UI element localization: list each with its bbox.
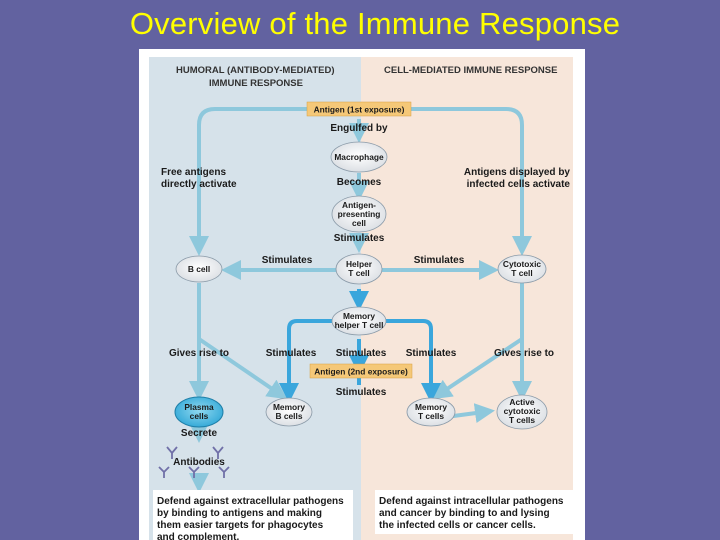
stimulates-below-label: Stimulates [336, 387, 387, 398]
cytotoxic-t-line1: Cytotoxic [503, 259, 542, 269]
active-cytotoxic-t-cells [496, 394, 548, 430]
antigen-second-box [309, 363, 413, 379]
gives-rise-right-label: Gives rise to [494, 348, 554, 359]
free-antigens-line2: directly activate [161, 179, 237, 190]
memory-t-line1: Memory [415, 402, 447, 412]
b-cell-label: B cell [188, 264, 210, 274]
apc-label-line1: Antigen- [342, 200, 376, 210]
humoral-defense-line3: them easier targets for phagocytes [157, 520, 324, 531]
helper-t-cell [335, 253, 383, 285]
humoral-defense-line2: by binding to antigens and making [157, 508, 322, 519]
humoral-defense-line4: and complement. [157, 532, 239, 540]
stimulates-apc-label: Stimulates [334, 233, 385, 244]
slide-title: Overview of the Immune Response [129, 6, 621, 41]
memory-b-cells [265, 397, 313, 427]
humoral-header-line1: HUMORAL (ANTIBODY-MEDIATED) [176, 65, 335, 76]
stimulates-right-label: Stimulates [414, 255, 465, 266]
humoral-panel [149, 57, 361, 540]
immune-response-diagram: HUMORAL (ANTIBODY-MEDIATED) IMMUNE RESPO… [139, 49, 585, 540]
memory-helper-line1: Memory [343, 311, 375, 321]
antigens-displayed-line2: infected cells activate [467, 179, 571, 190]
apc-label-line2: presenting [338, 209, 381, 219]
cytotoxic-t-cell [497, 254, 547, 284]
memory-t-line2: T cells [418, 411, 444, 421]
helper-t-line2: T cell [348, 268, 369, 278]
cell-mediated-header: CELL-MEDIATED IMMUNE RESPONSE [384, 65, 557, 76]
cell-mediated-panel [361, 57, 573, 540]
plasma-line2: cells [190, 411, 209, 421]
becomes-label: Becomes [337, 177, 382, 188]
macrophage-label: Macrophage [334, 152, 384, 162]
free-antigens-line1: Free antigens [161, 167, 226, 178]
b-cell [175, 255, 223, 283]
macrophage-cell [330, 141, 388, 173]
antibody-icons [158, 446, 230, 478]
humoral-header-line2: IMMUNE RESPONSE [209, 78, 303, 89]
antibodies-label: Antibodies [173, 457, 225, 468]
antigen-presenting-cell [331, 195, 387, 233]
gives-rise-left-label: Gives rise to [169, 348, 229, 359]
cytotoxic-t-line2: T cell [511, 268, 532, 278]
antigens-displayed-line1: Antigens displayed by [464, 167, 571, 178]
memory-helper-t-cell [331, 306, 387, 336]
helper-t-line1: Helper [346, 259, 373, 269]
secrete-label: Secrete [181, 428, 218, 439]
pathway-arrows [189, 107, 532, 493]
cell-defense-line1: Defend against intracellular pathogens [379, 496, 564, 507]
stimulates-row-left-label: Stimulates [266, 348, 317, 359]
antigen-second-exposure: Antigen (2nd exposure) [314, 367, 408, 377]
memory-helper-line2: helper T cell [335, 320, 384, 330]
memory-b-line2: B cells [275, 411, 302, 421]
antigen-first-box [306, 101, 412, 117]
active-cytotoxic-line3: T cells [509, 415, 535, 425]
humoral-defense-box [153, 490, 353, 540]
stimulates-row-center-label: Stimulates [336, 348, 387, 359]
plasma-line1: Plasma [184, 402, 214, 412]
memory-b-line1: Memory [273, 402, 305, 412]
engulfed-by-label: Engulfed by [330, 123, 388, 134]
active-cytotoxic-line1: Active [509, 397, 534, 407]
antigen-first-exposure: Antigen (1st exposure) [314, 105, 405, 115]
humoral-defense-line1: Defend against extracellular pathogens [157, 496, 344, 507]
cell-defense-line3: the infected cells or cancer cells. [379, 520, 536, 531]
cell-defense-box [375, 490, 575, 534]
apc-label-line3: cell [352, 218, 366, 228]
memory-t-cells [406, 397, 456, 427]
stimulates-row-right-label: Stimulates [406, 348, 457, 359]
plasma-cells [174, 396, 224, 428]
active-cytotoxic-line2: cytotoxic [504, 406, 541, 416]
cell-defense-line2: and cancer by binding to and lysing [379, 508, 550, 519]
stimulates-left-label: Stimulates [262, 255, 313, 266]
